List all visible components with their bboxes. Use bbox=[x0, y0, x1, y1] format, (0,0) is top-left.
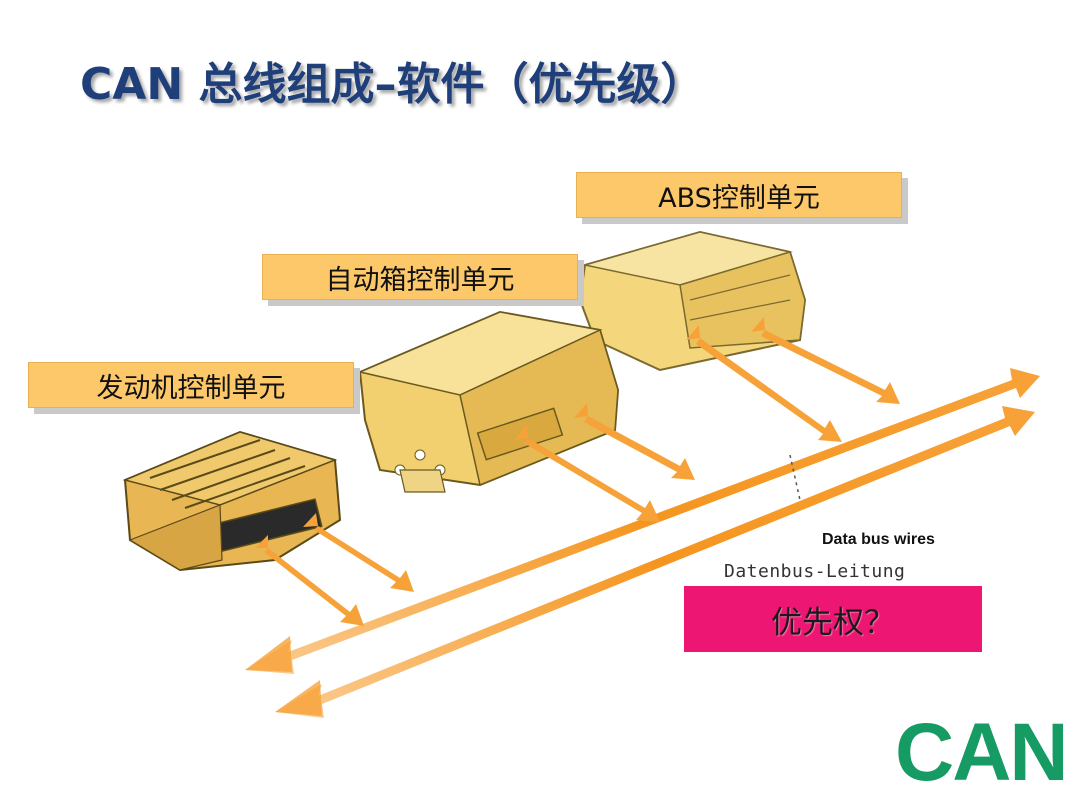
bus-line-upper bbox=[245, 368, 1040, 674]
bus-label-german: Datenbus-Leitung bbox=[724, 561, 906, 582]
bus-line-lower bbox=[275, 406, 1035, 718]
slide-title: CAN 总线组成–软件（优先级） bbox=[80, 59, 705, 110]
engine-link-arrow-2 bbox=[303, 513, 414, 592]
gearbox-link-arrow-2 bbox=[574, 403, 695, 480]
can-logo: CAN bbox=[895, 707, 1069, 798]
gearbox-link-arrow-1 bbox=[514, 425, 660, 522]
bus-break-mark bbox=[789, 454, 801, 501]
abs-link-arrow-1 bbox=[686, 325, 842, 442]
abs-control-unit-label: ABS控制单元 bbox=[576, 172, 902, 218]
abs-link-arrow-2 bbox=[751, 317, 900, 404]
priority-question-box: 优先权？ bbox=[684, 586, 982, 652]
gearbox-control-unit-label: 自动箱控制单元 bbox=[262, 254, 578, 300]
bus-label-english: Data bus wires bbox=[822, 531, 935, 548]
engine-control-unit-illustration bbox=[122, 430, 342, 572]
gearbox-control-unit-illustration bbox=[357, 310, 620, 493]
engine-control-unit-label: 发动机控制单元 bbox=[28, 362, 354, 408]
engine-link-arrow-1 bbox=[255, 535, 364, 626]
abs-control-unit-illustration bbox=[578, 230, 807, 372]
